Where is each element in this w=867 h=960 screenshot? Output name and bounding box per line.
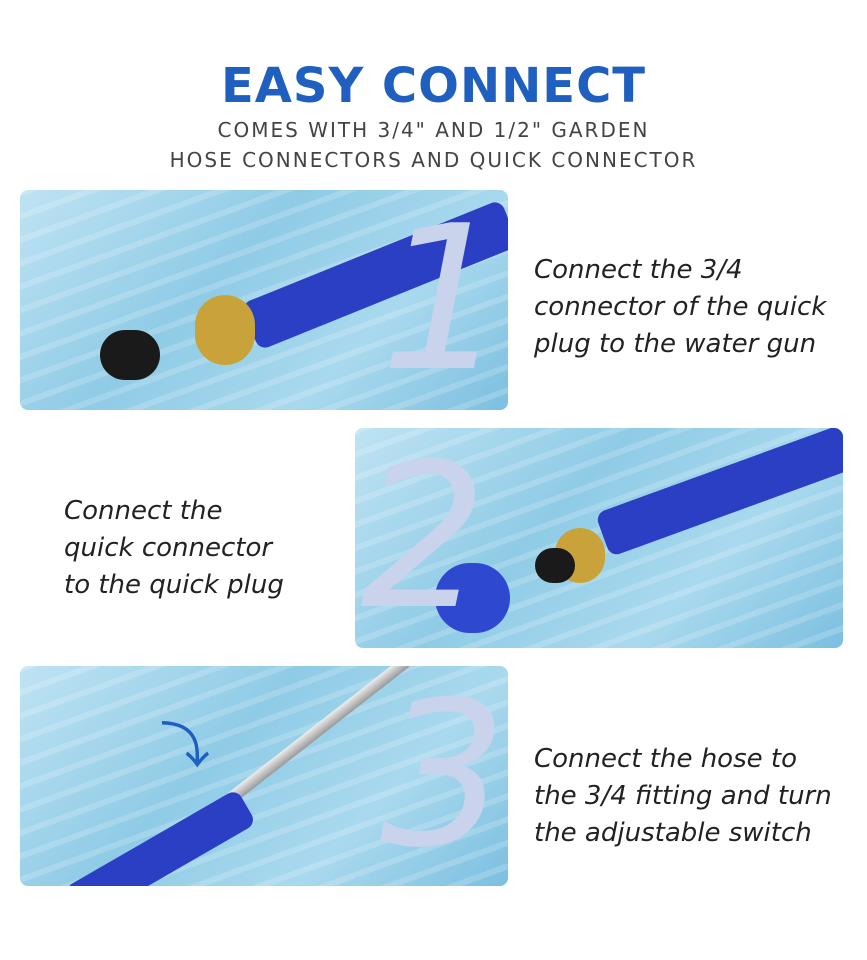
step-1-number: 1 [380,183,508,416]
step-3-line: the adjustable switch [534,818,812,848]
step-2-line: to the quick plug [64,570,284,600]
step-2-photo [355,428,843,648]
subtitle-line-1: COMES WITH 3/4" AND 1/2" GARDEN [217,118,650,142]
step-2-line: quick connector [64,533,273,563]
step-3-line: the 3/4 fitting and turn [534,781,832,811]
arrow-down-icon: ⤵ [160,717,210,775]
subtitle-line-2: HOSE CONNECTORS AND QUICK CONNECTOR [169,148,698,172]
page-title: EASY CONNECT [220,58,647,114]
step-1-line: plug to the water gun [534,329,817,359]
step-2-number: 2 [360,421,488,654]
step-3-line: Connect the hose to [534,744,797,774]
step-3-photo: ⤵ [20,666,508,886]
step-2-line: Connect the [64,496,223,526]
step-1-text: Connect the 3/4 connector of the quick p… [534,252,826,363]
step-3-number: 3 [380,659,508,892]
step-1-line: connector of the quick [534,292,827,322]
step-2-text: Connect the quick connector to the quick… [64,493,284,604]
step-3-text: Connect the hose to the 3/4 fitting and … [534,741,832,852]
step-1-photo [20,190,508,410]
step-1-line: Connect the 3/4 [534,255,743,285]
